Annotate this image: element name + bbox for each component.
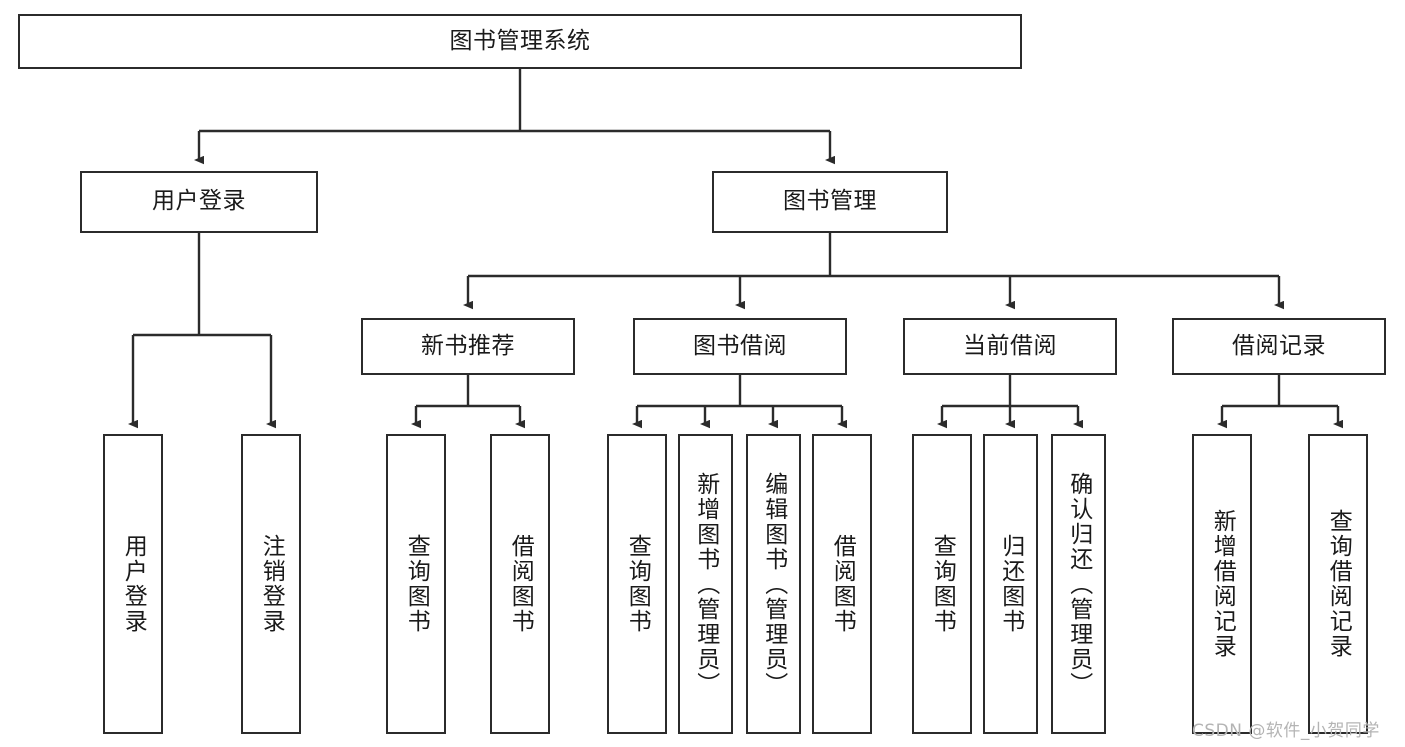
node-borrow-record[interactable]: 借阅记录	[1172, 318, 1386, 375]
node-label: 图书借阅	[693, 332, 787, 359]
node-label: 借阅记录	[1232, 332, 1326, 359]
node-label: 新增借阅记录	[1209, 509, 1236, 659]
leaf-query-borrow-record[interactable]: 查询借阅记录	[1308, 434, 1368, 734]
leaf-borrow-book-new[interactable]: 借阅图书	[490, 434, 550, 734]
node-new-book-recommend[interactable]: 新书推荐	[361, 318, 575, 375]
node-label: 当前借阅	[963, 332, 1057, 359]
leaf-query-book-current[interactable]: 查询图书	[912, 434, 972, 734]
node-root-system[interactable]: 图书管理系统	[18, 14, 1022, 69]
node-label: 查询图书	[929, 534, 956, 634]
node-label: 借阅图书	[507, 534, 534, 634]
node-label: 借阅图书	[829, 534, 856, 634]
node-label: 查询图书	[403, 534, 430, 634]
leaf-user-logout[interactable]: 注销登录	[241, 434, 301, 734]
node-label: 新增图书（管理员）	[692, 471, 719, 697]
node-label: 归还图书	[997, 534, 1024, 634]
leaf-query-book-borrow[interactable]: 查询图书	[607, 434, 667, 734]
leaf-query-book-new[interactable]: 查询图书	[386, 434, 446, 734]
node-label: 查询借阅记录	[1325, 509, 1352, 659]
node-label: 用户登录	[120, 534, 147, 634]
leaf-return-book[interactable]: 归还图书	[983, 434, 1038, 734]
node-label: 注销登录	[258, 534, 285, 634]
node-label: 编辑图书（管理员）	[760, 471, 787, 697]
node-label: 用户登录	[152, 188, 246, 215]
node-book-borrow[interactable]: 图书借阅	[633, 318, 847, 375]
node-label: 确认归还（管理员）	[1065, 471, 1092, 697]
leaf-user-login[interactable]: 用户登录	[103, 434, 163, 734]
node-label: 图书管理	[783, 188, 877, 215]
node-label: 图书管理系统	[449, 27, 591, 54]
leaf-add-book[interactable]: 新增图书（管理员）	[678, 434, 733, 734]
leaf-add-borrow-record[interactable]: 新增借阅记录	[1192, 434, 1252, 734]
node-label: 查询图书	[624, 534, 651, 634]
csdn-watermark: CSDN @软件_小贺同学	[1192, 721, 1380, 741]
leaf-borrow-book-borrow[interactable]: 借阅图书	[812, 434, 872, 734]
node-user-login[interactable]: 用户登录	[80, 171, 318, 233]
leaf-edit-book[interactable]: 编辑图书（管理员）	[746, 434, 801, 734]
node-label: 新书推荐	[421, 332, 515, 359]
node-book-management[interactable]: 图书管理	[712, 171, 948, 233]
node-current-borrow[interactable]: 当前借阅	[903, 318, 1117, 375]
leaf-confirm-return[interactable]: 确认归还（管理员）	[1051, 434, 1106, 734]
